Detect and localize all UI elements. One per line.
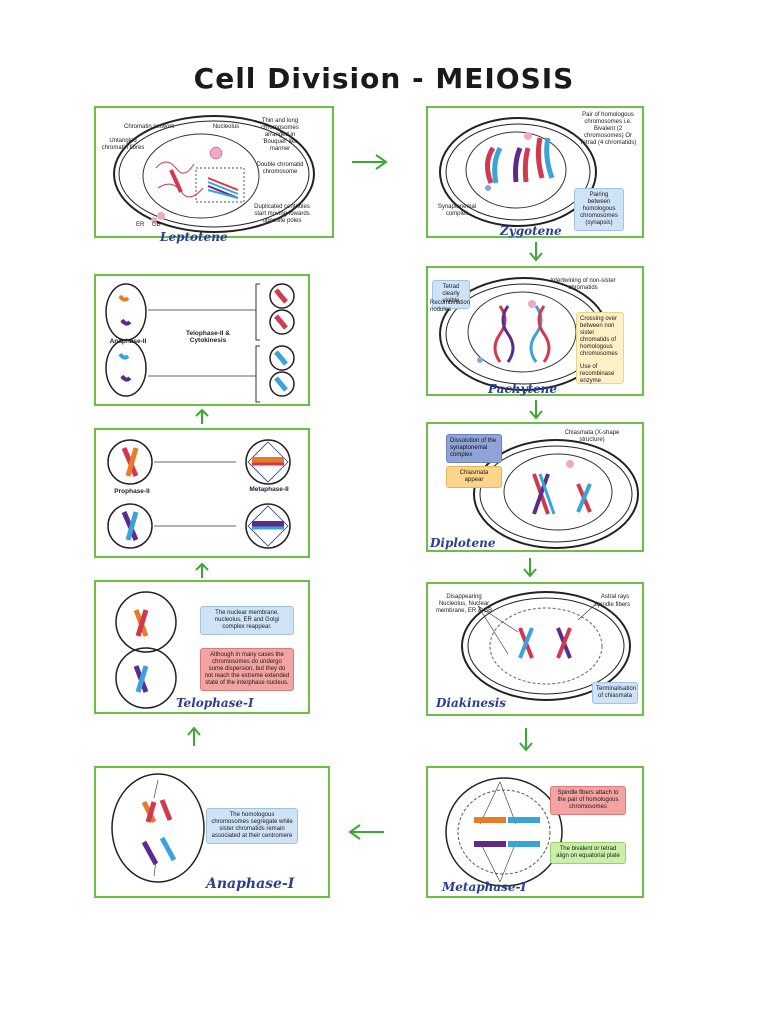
- label-recombination-nodules: Recombination nodules: [430, 300, 471, 313]
- label-pair-homologous: Pair of homologous chromosomes i.e. Biva…: [579, 112, 637, 146]
- panel-telophase2: Anaphase-II Telophase-II & Cytokinesis: [94, 274, 310, 406]
- stage-label-metaphase1: Metaphase-I: [442, 880, 527, 894]
- label-astral-rays: Astral rays: [600, 594, 630, 600]
- arrow-anaphase1-to-telophase1: [187, 726, 201, 746]
- panel-metaphase1: Spindle fibers attach to the pair of hom…: [426, 766, 644, 898]
- label-nucleolus: Nucleolus: [212, 124, 240, 130]
- telophase1-cell-diagram: [115, 591, 177, 709]
- panel-prophase2: Prophase-II Metaphase-II: [94, 428, 310, 558]
- box-terminalisation: Terminalisation of chiasmata: [592, 682, 638, 704]
- box-segregate: The homologous chromosomes segregate whi…: [206, 808, 298, 844]
- diakinesis-cell-diagram: [461, 591, 631, 701]
- stage-label-diplotene: Diplotene: [430, 536, 496, 550]
- label-anaphase2: Anaphase-II: [109, 338, 147, 345]
- label-centrioles: Duplicated centrioles start moving towar…: [254, 204, 310, 224]
- box-dissolution: Dissolution of the synaptonemal complex: [446, 434, 502, 463]
- recombinase-text: Use of recombinase enzyme: [580, 364, 615, 384]
- arrow-diplotene-to-diakinesis: [523, 558, 537, 578]
- label-synaptonemal: Synaptonemal complex: [437, 204, 477, 217]
- panel-telophase1: The nuclear membrane, nucleolus, ER and …: [94, 580, 310, 714]
- arrow-leptotene-to-zygotene: [352, 154, 388, 170]
- telophase2-cell-diagram: [105, 283, 295, 403]
- arrow-telophase1-to-prophase2: [195, 562, 209, 578]
- label-double-chromatid: Double chromatid chromosome: [256, 162, 304, 175]
- label-gb: GB: [152, 222, 161, 228]
- pachytene-cell-diagram: [439, 277, 609, 391]
- box-synapsis: Pairing between homologous chromosomes (…: [574, 188, 624, 231]
- stage-label-anaphase1: Anaphase-I: [206, 876, 295, 892]
- page-title: Cell Division - MEIOSIS: [193, 62, 575, 95]
- stage-label-diakinesis: Diakinesis: [436, 696, 507, 710]
- label-intertwining: Intertwining of non-sister chromatids: [550, 278, 616, 291]
- metaphase1-cell-diagram: [445, 777, 563, 887]
- panel-diakinesis: Disappearing Nucleolus, Nuclear membrane…: [426, 582, 644, 716]
- panel-anaphase1: The homologous chromosomes segregate whi…: [94, 766, 330, 898]
- label-disappearing: Disappearing Nucleolus, Nuclear membrane…: [435, 594, 493, 614]
- label-spindle-fibers: Spindle fibers: [593, 602, 631, 608]
- panel-leptotene: Chromatin network Nucleolus Thin and lon…: [94, 106, 334, 244]
- diplotene-cell-diagram: [473, 439, 639, 549]
- box-crossing-over: Crossing over between non sister chromat…: [576, 312, 624, 384]
- leptotene-cell-diagram: [113, 115, 315, 233]
- label-untangled-fibres: Untangled chromatin fibres: [101, 138, 145, 151]
- box-equatorial-plate: The bivalent or tetrad align on equatori…: [550, 842, 626, 864]
- label-chromatin-network: Chromatin network: [124, 124, 175, 130]
- box-spindle-attach: Spindle fibers attach to the pair of hom…: [550, 786, 626, 815]
- stage-label-leptotene: Leptotene: [160, 230, 228, 244]
- stage-label-telophase1: Telophase-I: [176, 696, 254, 710]
- prophase2-cell-diagram: [107, 439, 291, 549]
- arrow-pachytene-to-diplotene: [529, 400, 543, 420]
- label-prophase2: Prophase-II: [114, 488, 150, 495]
- anaphase1-cell-diagram: [111, 773, 205, 883]
- stage-label-pachytene: Pachytene: [488, 382, 558, 396]
- arrow-metaphase1-to-anaphase1: [348, 824, 384, 840]
- panel-zygotene: Pair of homologous chromosomes i.e. Biva…: [426, 106, 644, 238]
- arrow-diakinesis-to-metaphase1: [519, 728, 533, 752]
- arrow-zygotene-to-pachytene: [529, 242, 543, 262]
- label-er: ER: [136, 222, 145, 228]
- crossing-over-text: Crossing over between non sister chromat…: [580, 316, 618, 357]
- label-bouquet: Thin and long chromosomes arranged in 'B…: [261, 118, 299, 152]
- arrow-prophase2-to-telophase2: [195, 408, 209, 424]
- panel-pachytene: Tetrad clearly visible Intertwining of n…: [426, 266, 644, 396]
- label-metaphase2: Metaphase-II: [249, 486, 289, 493]
- label-chiasmata: Chiasmata (X-shape structure): [564, 430, 620, 443]
- box-reappear: The nuclear membrane, nucleolus, ER and …: [200, 606, 294, 635]
- box-tetrad-visible: Tetrad clearly visible: [432, 280, 470, 309]
- box-dispersion: Although in many cases the chromosomes d…: [200, 648, 294, 691]
- box-chiasmata-appear: Chiasmata appear: [446, 466, 502, 488]
- panel-diplotene: Dissolution of the synaptonemal complex …: [426, 422, 644, 552]
- label-telophase2-cytokinesis: Telophase-II & Cytokinesis: [186, 330, 230, 344]
- zygotene-cell-diagram: [439, 117, 597, 227]
- stage-label-zygotene: Zygotene: [500, 224, 562, 238]
